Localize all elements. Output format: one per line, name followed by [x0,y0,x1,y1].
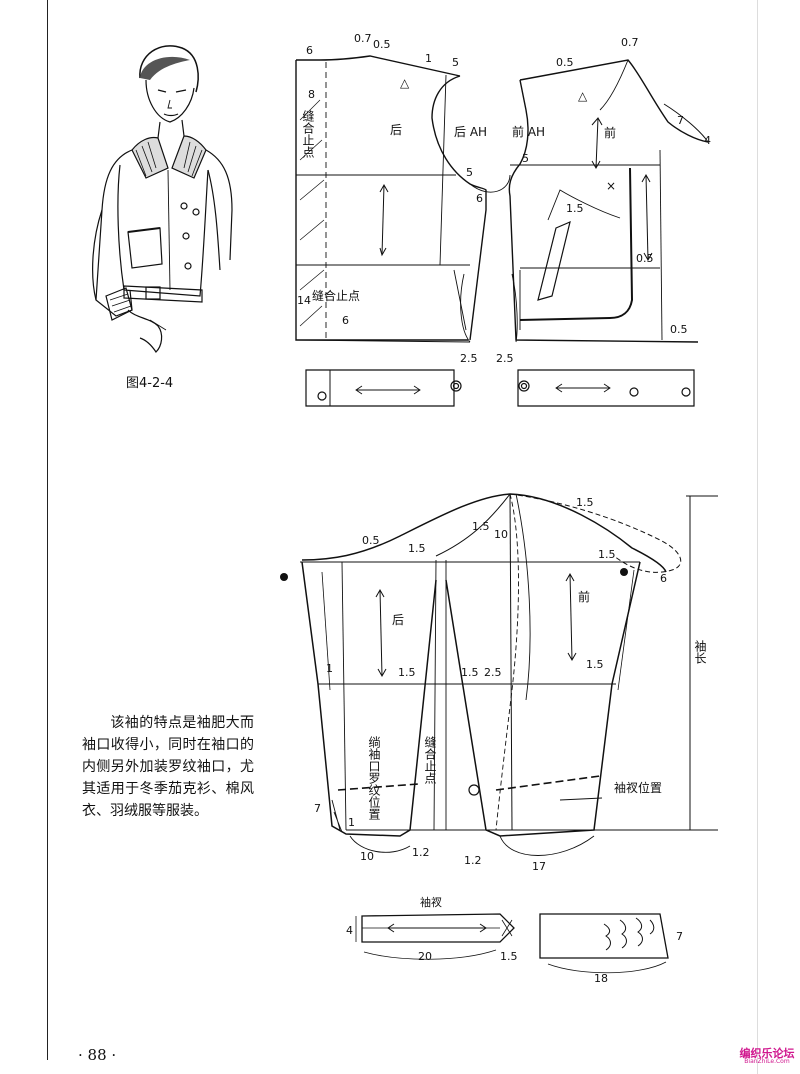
bodice-measure-5-shoulder: 5 [452,56,459,69]
sleeve-seam-point-label: 缝合止点 [423,735,437,784]
bodice-seam-point-label: 缝合止点 [312,288,360,303]
bodice-measure-5-front-arm: 5 [522,152,529,165]
bodice-back-label: 后 [390,123,402,137]
bodice-triangle-back: △ [400,76,410,90]
bodice-measure-07-left: 0.7 [354,32,372,45]
sleeve-measure-17: 17 [532,860,546,873]
bodice-measure-5-back-arm: 5 [466,166,473,179]
bodice-measure-8: 8 [308,88,315,101]
cuff-length: 18 [594,972,608,985]
placket-notch: 1.5 [500,950,518,963]
bodice-measure-4: 4 [704,134,711,147]
bodice-measure-6-side: 6 [476,192,483,205]
description-paragraph: 该袖的特点是袖肥大而袖口收得小，同时在袖口的内侧另外加装罗纹袖口，尤其适用于冬季… [82,712,254,822]
watermark-url: BianZhiLe.Com [744,1058,790,1065]
bodice-measure-6-top: 6 [306,44,313,57]
sleeve-rib-cuff-position: 绱袖口罗纹位置 [367,736,381,820]
sleeve-measure-15-c: 1.5 [598,548,616,561]
sleeve-measure-15-e: 1.5 [461,666,479,679]
sleeve-measure-15-a: 1.5 [472,520,490,533]
bodice-measure-07-right: 0.7 [621,36,639,49]
bodice-pattern [295,55,709,407]
sleeve-measure-10: 10 [494,528,508,541]
sleeve-measure-12-left: 1.2 [412,846,430,859]
sleeve-measure-15-top: 1.5 [576,496,594,509]
sleeve-measure-12-right: 1.2 [464,854,482,867]
sleeve-measure-05: 0.5 [362,534,380,547]
bodice-seam-point-vertical: 缝合止点 [301,109,315,158]
sleeve-measure-6: 6 [660,572,667,585]
bodice-measure-05-bottom: 0.5 [670,323,688,336]
bodice-cross-mark: × [606,179,616,193]
sleeve-measure-15-f: 1.5 [586,658,604,671]
bodice-measure-6-bottom: 6 [342,314,349,327]
sleeve-pattern [300,493,718,856]
watermark-name: 编织乐论坛 [739,1047,795,1060]
placket-width: 4 [346,924,353,937]
bodice-measure-1: 1 [425,52,432,65]
sleeve-placket-position: 袖衩位置 [614,780,662,795]
bodice-measure-05-hem: 0.5 [636,252,654,265]
bodice-triangle-front: △ [578,89,588,103]
sleeve-measure-25: 2.5 [484,666,502,679]
bodice-measure-25-left: 2.5 [460,352,478,365]
placket-and-cuff [355,913,669,974]
bodice-measure-15-pocket: 1.5 [566,202,584,215]
bodice-measure-7: 7 [677,114,684,127]
sleeve-measure-15-b: 1.5 [408,542,426,555]
sleeve-back-label: 后 [392,613,404,627]
bodice-front-ah-label: 前 AH [512,124,545,139]
sleeve-measure-1-left: 1 [326,662,333,675]
sleeve-front-label: 前 [578,589,590,604]
page-number: · 88 · [78,1046,117,1064]
figure-caption: 图4-2-4 [126,376,174,391]
bodice-back-ah-label: 后 AH [454,125,487,139]
bodice-measure-25-right: 2.5 [496,352,514,365]
watermark: 编织乐论坛 BianZhiLe.Com [735,1048,799,1065]
sleeve-measure-7: 7 [314,802,321,815]
jacket-illustration [92,45,233,353]
bodice-front-label: 前 [604,125,616,140]
cuff-width: 7 [676,930,683,943]
sleeve-measure-1-bottom: 1 [348,816,355,829]
sleeve-measure-10-bottom: 10 [360,850,374,863]
bodice-measure-05-front: 0.5 [556,56,574,69]
sleeve-length-label: 袖长 [693,639,707,664]
bodice-measure-05-left: 0.5 [373,38,391,51]
description-text: 该袖的特点是袖肥大而袖口收得小，同时在袖口的内侧另外加装罗纹袖口，尤其适用于冬季… [82,715,254,819]
placket-length: 20 [418,950,432,963]
bodice-measure-14: 14 [297,294,311,307]
placket-title: 袖衩 [420,895,442,909]
sleeve-measure-15-d: 1.5 [398,666,416,679]
page-edge-rule [757,0,758,1074]
page-margin-rule [47,0,48,1060]
